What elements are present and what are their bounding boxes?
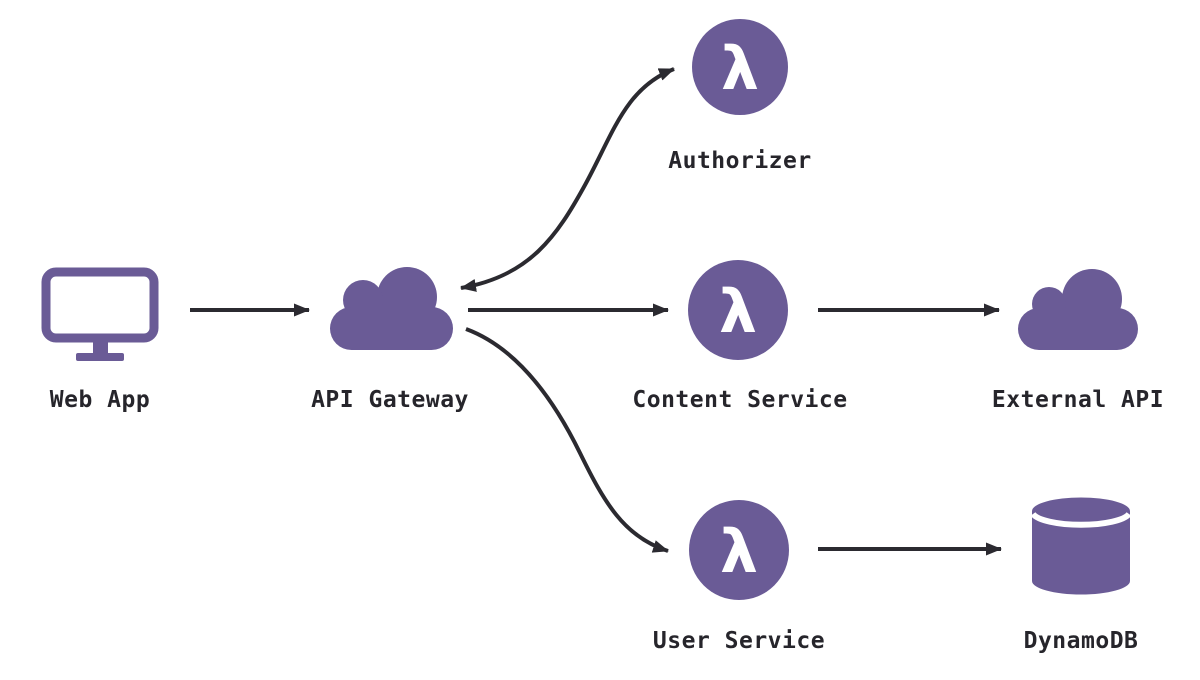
monitor-stand-base [76,353,124,361]
user-service-node: λ [689,500,789,600]
dynamodb-label: DynamoDB [1024,628,1139,654]
content-service-node: λ [688,260,788,360]
cloud-icon [1018,269,1138,350]
cylinder-lid-separator [1030,511,1132,528]
dynamodb-node [1030,497,1132,595]
user-service-label: User Service [653,628,825,654]
api-gateway-label: API Gateway [311,387,469,413]
lambda-circle [692,19,788,115]
monitor-stand-neck [93,341,108,355]
lambda-circle [688,260,788,360]
external-api-label: External API [992,387,1164,413]
authorizer-node: λ [692,19,788,115]
lambda-circle-icon: λ [689,500,789,600]
monitor-screen [41,267,159,343]
lambda-glyph: λ [721,34,759,104]
monitor-icon [41,267,159,361]
lambda-glyph: λ [719,277,757,347]
database-cylinder-icon [1030,497,1132,595]
external-api-node [1018,269,1138,350]
lambda-glyph: λ [720,517,758,587]
cloud-base [330,307,453,350]
cloud-base [1018,308,1138,350]
lambda-circle [689,500,789,600]
cloud-icon [330,267,453,350]
lambda-circle-icon: λ [692,19,788,115]
edge-gateway-authorizer-bidirectional [460,67,675,292]
cylinder-body [1032,497,1130,595]
web-app-node [41,267,159,361]
edge-gateway-to-user-service [465,327,669,553]
authorizer-label: Authorizer [668,148,811,174]
content-service-label: Content Service [632,387,847,413]
web-app-label: Web App [50,387,150,413]
lambda-circle-icon: λ [688,260,788,360]
api-gateway-node [330,267,453,350]
